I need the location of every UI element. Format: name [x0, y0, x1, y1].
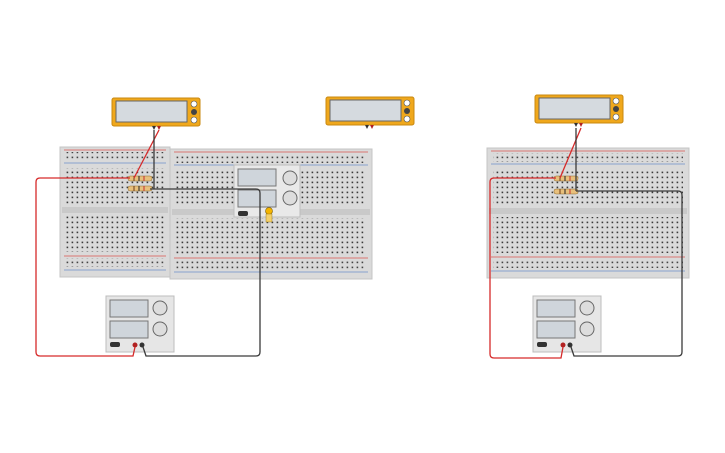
power-supply[interactable] — [105, 295, 175, 353]
breadboard-a[interactable] — [59, 146, 171, 278]
led-icon[interactable] — [265, 207, 273, 223]
resistor[interactable] — [553, 188, 579, 195]
wire-red[interactable] — [489, 127, 582, 359]
wire-black[interactable] — [570, 128, 683, 357]
wire-red[interactable] — [35, 129, 160, 357]
resistor[interactable] — [553, 175, 579, 182]
wire-black[interactable] — [142, 130, 261, 357]
multimeter[interactable] — [534, 94, 624, 127]
multimeter[interactable] — [325, 96, 415, 129]
multimeter[interactable] — [111, 97, 201, 130]
resistor[interactable] — [127, 185, 153, 192]
breadboard-c[interactable] — [486, 147, 690, 279]
power-supply[interactable] — [532, 295, 602, 353]
resistor[interactable] — [127, 175, 153, 182]
